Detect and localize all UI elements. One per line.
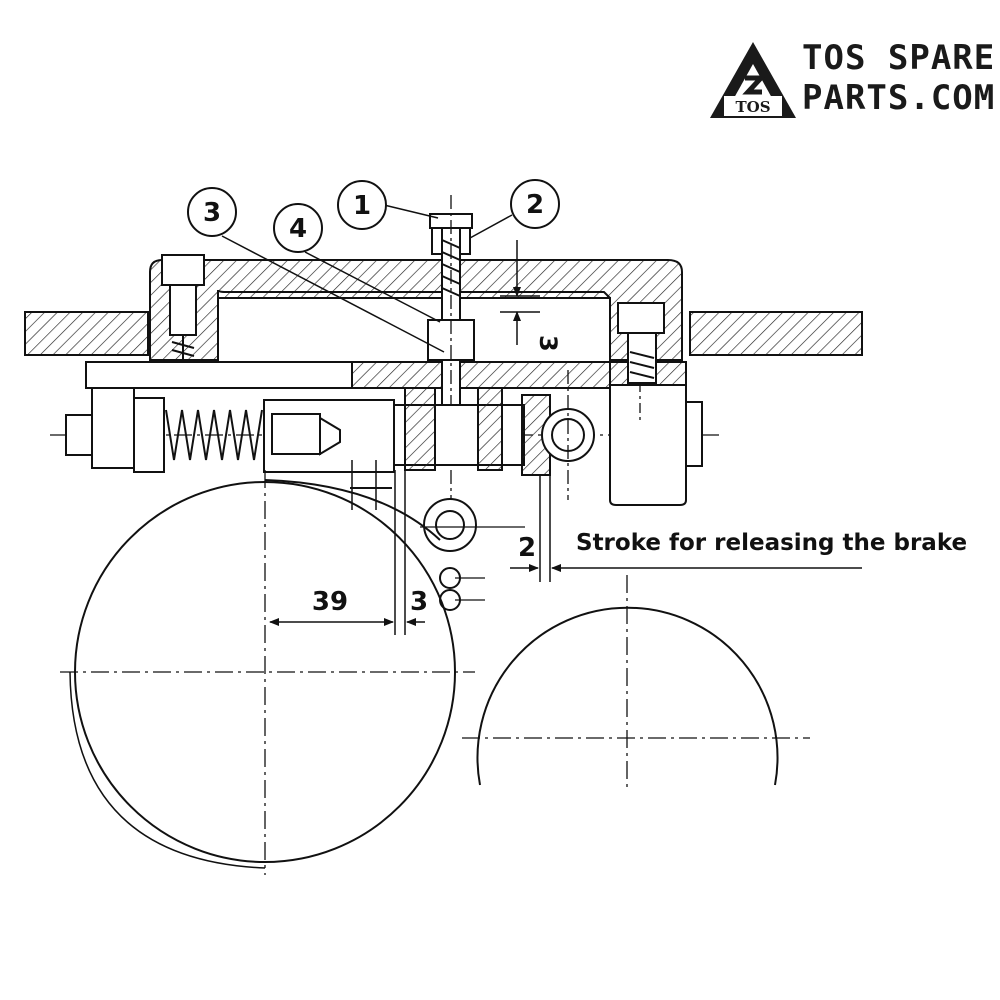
callout-4 — [273, 203, 323, 253]
callout-label-2: 2 — [526, 190, 544, 220]
dimension-release-stroke — [510, 475, 862, 582]
adjacent-drum — [462, 575, 810, 790]
callout-label-1: 1 — [353, 191, 371, 221]
callout-3 — [187, 187, 237, 237]
dimension-top-gap — [500, 240, 540, 345]
brand-line-1: TOS SPARE — [802, 38, 996, 78]
brake-drum — [60, 470, 475, 875]
callout-label-3: 3 — [203, 198, 221, 228]
callout-2 — [510, 179, 560, 229]
adjusting-screw — [427, 195, 475, 500]
left-bolt — [161, 254, 205, 360]
callout-1 — [337, 180, 387, 230]
right-bolt — [617, 302, 665, 384]
housing — [24, 259, 863, 389]
callout-label-4: 4 — [289, 214, 307, 244]
dimension-top-gap-label: 3 — [534, 335, 562, 352]
brand-logo: TOS TOS SPARE PARTS.COM — [708, 38, 994, 122]
dimension-3-label: 3 — [410, 587, 428, 617]
spring-mechanism — [50, 370, 720, 506]
dimension-2-label: 2 — [518, 533, 536, 563]
tos-triangle-logo-icon: TOS — [710, 42, 796, 118]
dimension-39-label: 39 — [312, 587, 348, 617]
dimension-band-offset — [269, 470, 425, 635]
release-stroke-annotation: Stroke for releasing the brake — [576, 530, 967, 556]
brake-lever — [350, 460, 525, 611]
brand-name: TOS SPARE PARTS.COM — [802, 38, 995, 118]
brand-line-2: PARTS.COM — [802, 78, 996, 118]
callouts — [187, 179, 560, 353]
logo-mark-text: TOS — [735, 98, 770, 116]
